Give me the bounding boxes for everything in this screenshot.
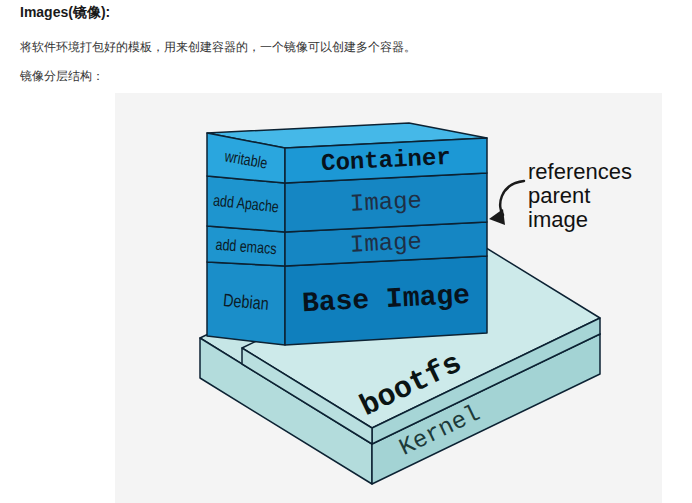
- picture-ground: [115, 93, 662, 503]
- callout-arrow: [500, 181, 524, 215]
- layer-front-face: [285, 138, 487, 183]
- layer-side-face: [207, 133, 285, 183]
- side-label: add emacs: [215, 236, 277, 256]
- slab-side-face: [242, 348, 372, 444]
- heading: Images(镜像):: [20, 4, 110, 22]
- container-layer: writableContainer: [205, 121, 489, 185]
- layer-label: Container: [321, 145, 452, 175]
- callout-label: references parent image: [528, 160, 642, 232]
- layer-label: Image: [349, 230, 422, 258]
- layer-side-face: [207, 176, 285, 232]
- slab-top-face: [242, 238, 600, 428]
- arrow-head: [489, 209, 505, 225]
- subheading: 镜像分层结构：: [20, 68, 104, 84]
- description-text: 将软件环境打包好的模板，用来创建容器的，一个镜像可以创建多个容器。: [20, 39, 416, 55]
- base-image-layer: DebianBase Image: [205, 254, 489, 347]
- side-label: Debian: [222, 291, 269, 313]
- layer-side-face: [207, 226, 285, 266]
- layer-side-face: [207, 262, 285, 345]
- layer-front-face: [285, 256, 487, 345]
- layer-label: Image: [349, 189, 422, 217]
